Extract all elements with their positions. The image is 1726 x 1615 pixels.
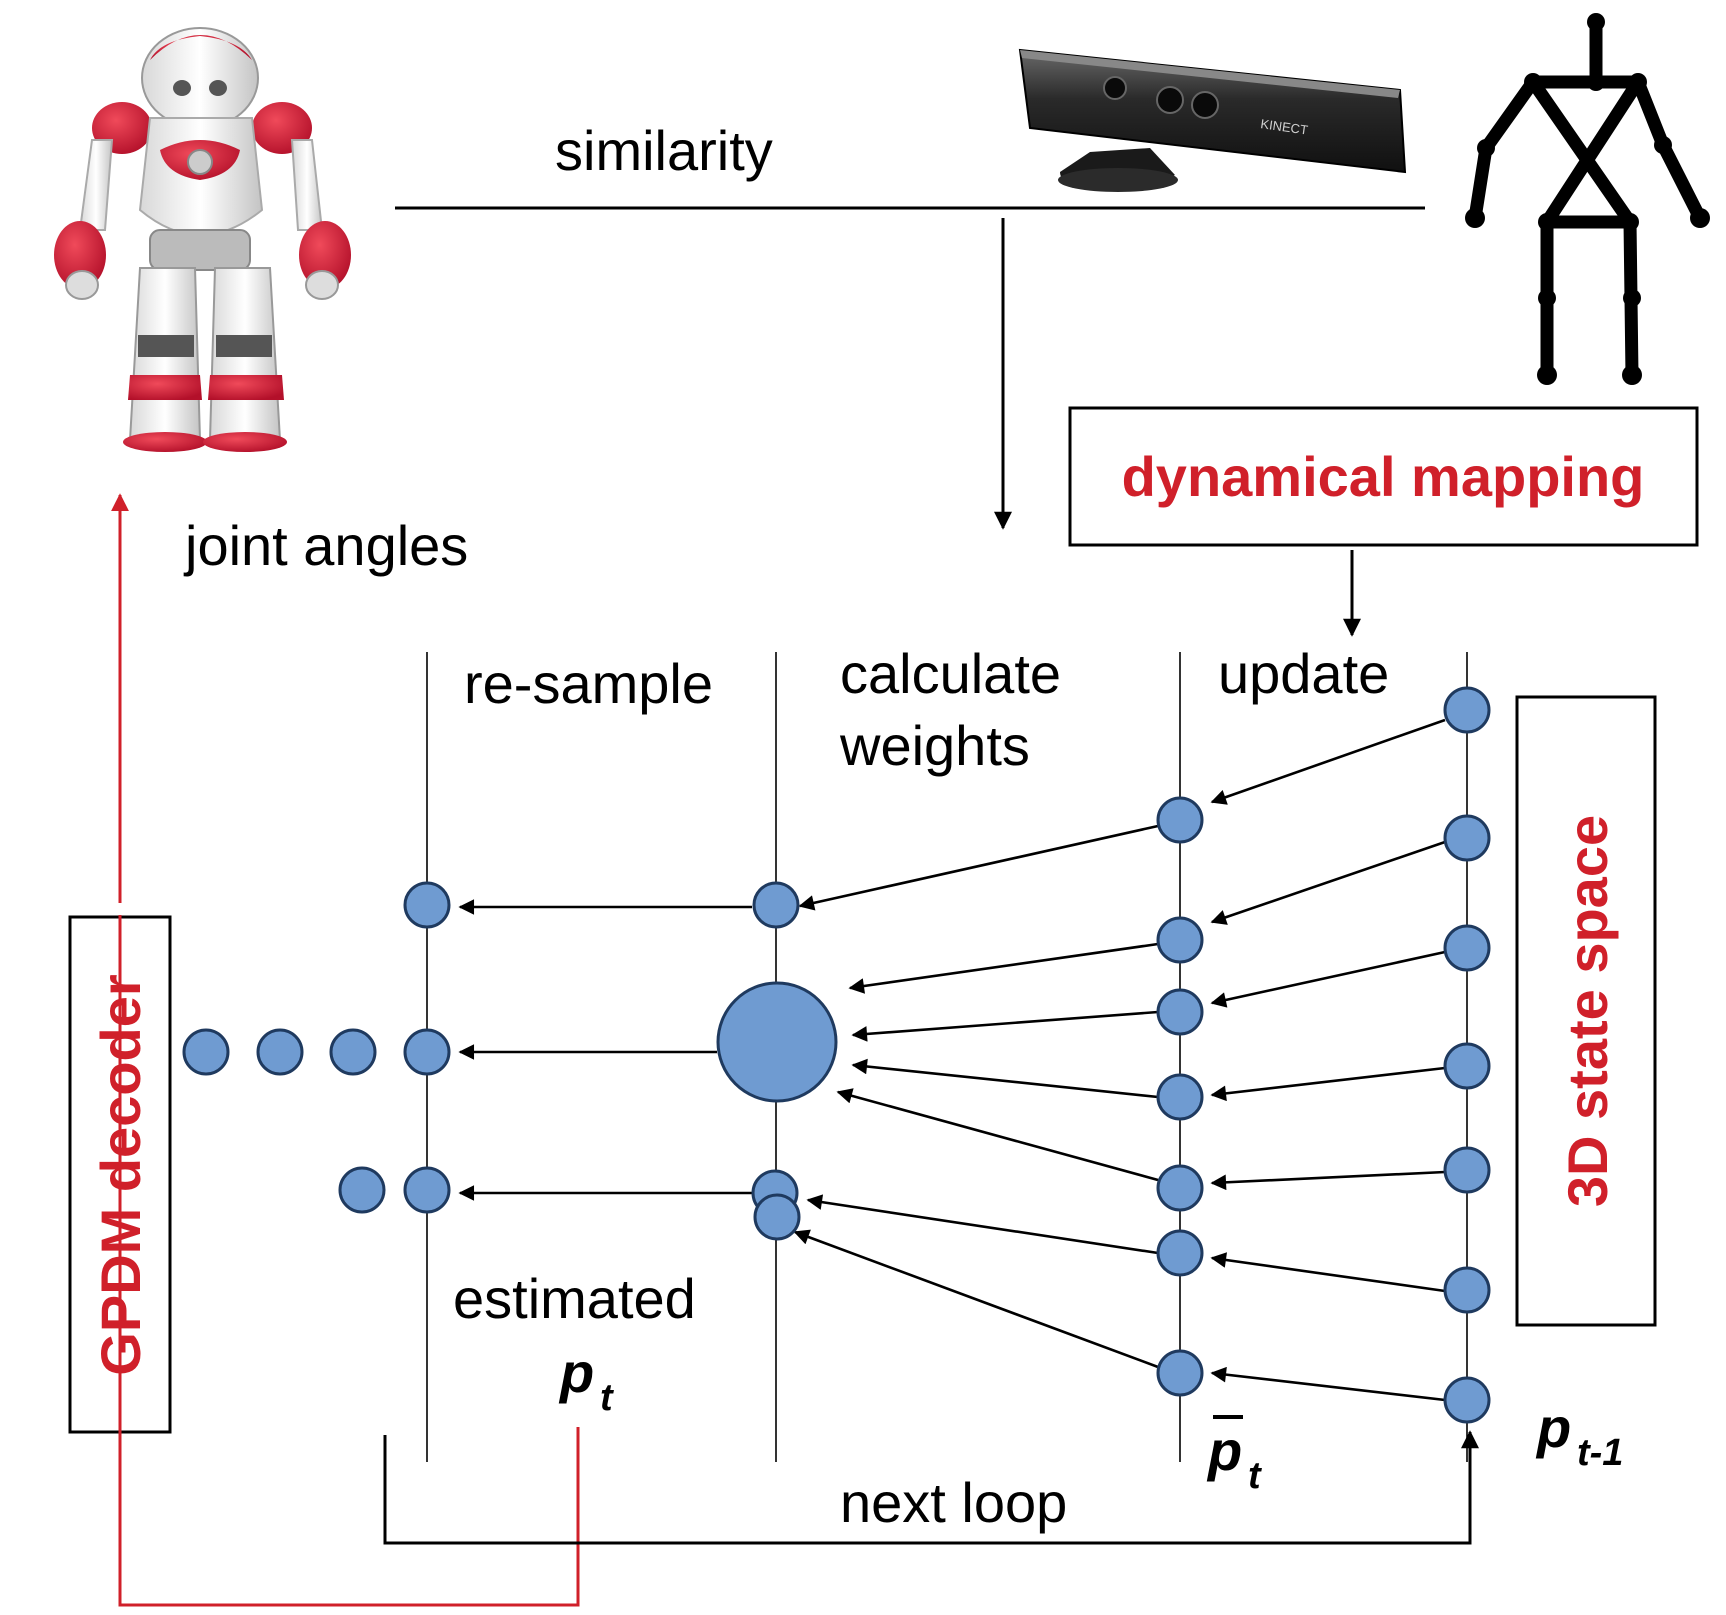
- dynamical-mapping-label: dynamical mapping: [1122, 445, 1645, 508]
- pbar-subscript: t: [1248, 1455, 1262, 1497]
- calculate-label: calculate: [840, 642, 1061, 705]
- dynamical-mapping-box: [1068, 406, 1699, 547]
- pbar-p-symbol: p: [1206, 1419, 1242, 1482]
- particle-predicted: [1156, 916, 1204, 964]
- arrow-weight-1: [798, 824, 1159, 911]
- particle-resampled: [403, 1166, 451, 1214]
- particle-prior: [1443, 814, 1491, 862]
- particle-predicted: [1156, 796, 1204, 844]
- particle-prior: [1443, 1266, 1491, 1314]
- particle-prior: [1443, 1042, 1491, 1090]
- particle-prior: [1443, 686, 1491, 734]
- skeleton-joints: [1465, 13, 1710, 385]
- particle-predicted: [1156, 1349, 1204, 1397]
- next-loop-path: [383, 1430, 1479, 1545]
- particle-prior: [1443, 1146, 1491, 1194]
- kinect-sensor-image: KINECT: [1018, 48, 1407, 192]
- particle-resampled: [403, 881, 451, 929]
- particle-resampled: [338, 1166, 386, 1214]
- particle-resampled: [403, 1028, 451, 1076]
- arrow-weight-6: [806, 1194, 1159, 1255]
- arrow-prior-7: [1210, 1366, 1446, 1402]
- skeleton-icon: [1468, 15, 1707, 382]
- weights-label: weights: [839, 714, 1030, 777]
- particle-arrows: [458, 718, 1446, 1402]
- resample-label: re-sample: [464, 652, 713, 715]
- particle-predicted: [1156, 988, 1204, 1036]
- state-space-label: 3D state space: [1556, 815, 1619, 1207]
- particle-weighted: [752, 881, 800, 929]
- arrow-weight-4: [851, 1058, 1159, 1099]
- next-loop-label: next loop: [840, 1471, 1067, 1534]
- particle-resampled: [256, 1028, 304, 1076]
- particle-weighted-large: [716, 981, 838, 1103]
- arrow-prior-5: [1210, 1170, 1446, 1191]
- prev-p-symbol: p: [1535, 1396, 1571, 1459]
- particle-resampled: [329, 1028, 377, 1076]
- arrow-weight-2: [848, 942, 1159, 994]
- state-space-box: [1515, 695, 1657, 1327]
- particle-prior: [1443, 924, 1491, 972]
- estimated-p-symbol: p: [558, 1341, 594, 1404]
- nao-robot-image: [54, 27, 351, 452]
- estimated-p-subscript: t: [600, 1377, 614, 1419]
- arrow-weight-3: [851, 1010, 1159, 1042]
- arrow-weight-5: [836, 1088, 1159, 1182]
- particles: [182, 686, 1491, 1424]
- decoder-input-path: [118, 915, 580, 1607]
- particle-predicted: [1156, 1229, 1204, 1277]
- update-label: update: [1218, 642, 1389, 705]
- arrow-prior-3: [1210, 950, 1446, 1008]
- arrow-weight-7: [793, 1229, 1159, 1369]
- particle-resampled: [182, 1028, 230, 1076]
- particle-predicted: [1156, 1073, 1204, 1121]
- arrow-prior-2: [1210, 840, 1446, 925]
- similarity-label: similarity: [555, 119, 773, 182]
- particle-weighted: [753, 1193, 801, 1241]
- arrow-prior-1: [1210, 718, 1446, 805]
- arrow-prior-4: [1210, 1066, 1446, 1102]
- joint-angles-label: joint angles: [183, 514, 468, 577]
- particle-predicted: [1156, 1164, 1204, 1212]
- estimated-label: estimated: [453, 1267, 696, 1330]
- arrow-prior-6: [1210, 1252, 1446, 1293]
- particle-prior: [1443, 1376, 1491, 1424]
- prev-p-subscript: t-1: [1577, 1432, 1623, 1474]
- kinect-brand-label: KINECT: [1260, 116, 1309, 137]
